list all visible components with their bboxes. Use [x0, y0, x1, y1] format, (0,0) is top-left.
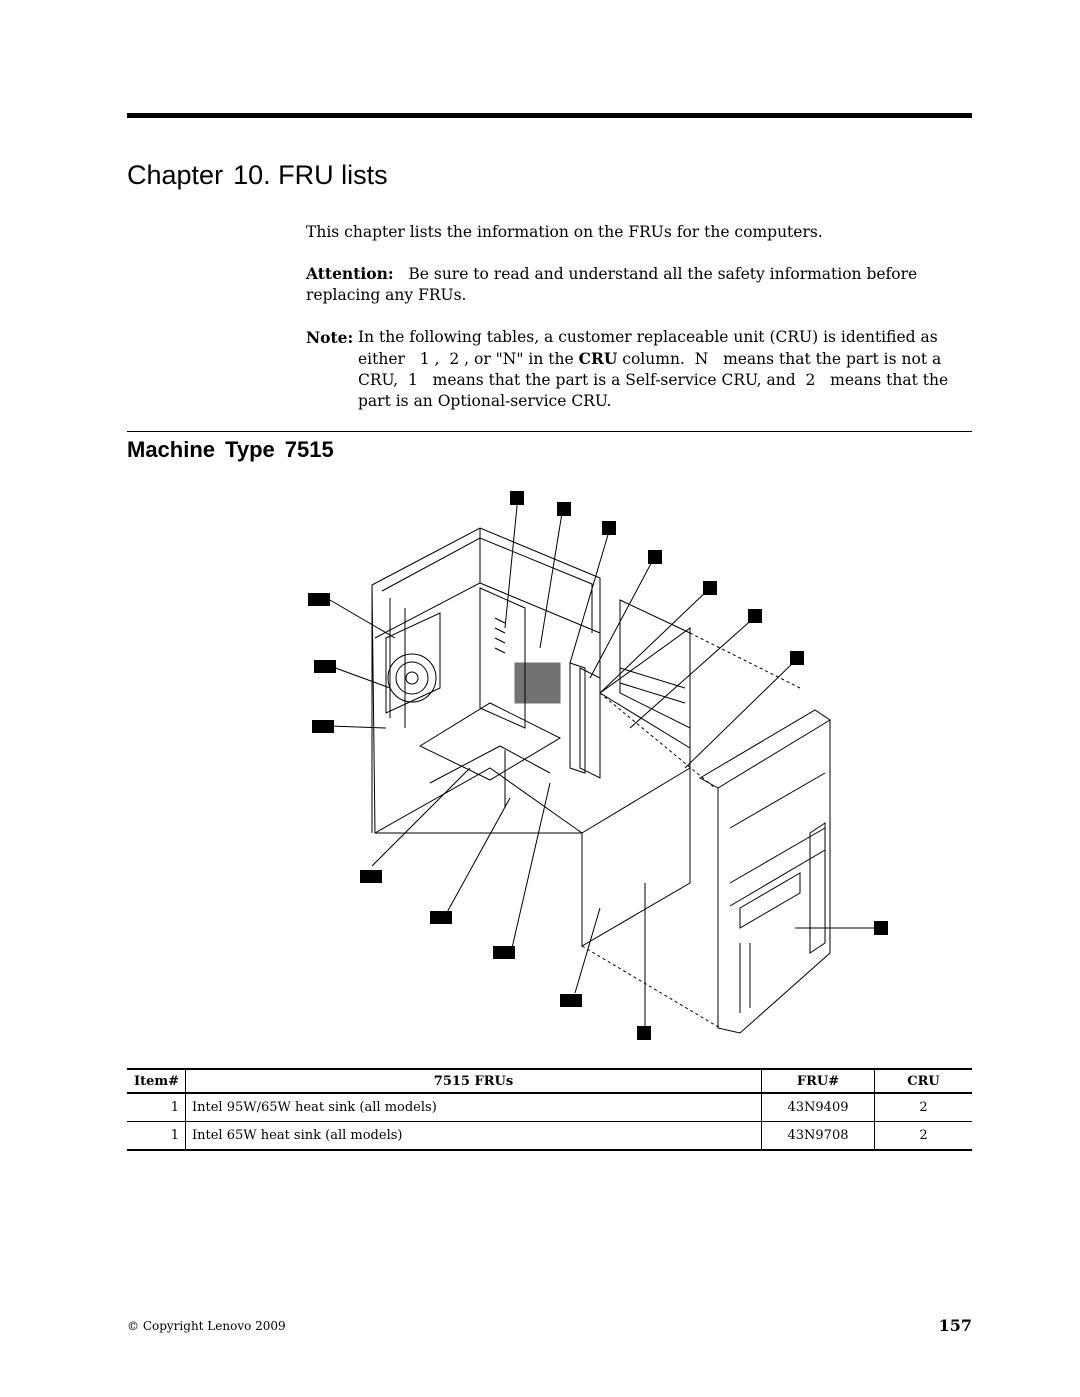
cru-code-n: N — [694, 350, 709, 368]
note-text: means that the part is a Self-service CR… — [432, 371, 796, 389]
header-description: 7515 FRUs — [185, 1068, 762, 1094]
table-header-row: Item# 7515 FRUs FRU# CRU — [127, 1068, 972, 1094]
cru-code-1: 1 — [419, 350, 430, 368]
header-cru: CRU — [874, 1068, 972, 1094]
chapter-prefix: Chapter — [127, 160, 224, 190]
note-text: , or "N" in the — [464, 350, 574, 368]
note-paragraph: Note: In the following tables, a custome… — [306, 327, 966, 412]
cru-code-2: 2 — [805, 371, 816, 389]
cell-description: Intel 95W/65W heat sink (all models) — [185, 1092, 762, 1122]
note-text: means that the — [830, 371, 949, 389]
note-text: CRU, — [358, 371, 399, 389]
cell-item: 1 — [127, 1092, 186, 1122]
cell-fru-number: 43N9409 — [761, 1092, 875, 1122]
table-row: 1 Intel 95W/65W heat sink (all models) 4… — [127, 1092, 972, 1122]
machine-type-number: 7515 — [284, 437, 334, 462]
note-text: , — [434, 350, 440, 368]
header-item: Item# — [127, 1068, 186, 1094]
note-line-1: In the following tables, a customer repl… — [358, 328, 938, 346]
note-text: means that the part is not a — [723, 350, 942, 368]
top-rule — [127, 113, 972, 118]
exploded-view-diagram — [308, 491, 888, 1040]
copyright-notice: © Copyright Lenovo 2009 — [127, 1319, 286, 1333]
cell-cru: 2 — [874, 1092, 972, 1122]
cru-code-1: 1 — [407, 371, 418, 389]
section-word: Machine — [127, 437, 216, 462]
note-text: either — [358, 350, 405, 368]
intro-paragraph: This chapter lists the information on th… — [306, 223, 823, 241]
cell-fru-number: 43N9708 — [761, 1121, 875, 1151]
chapter-title: Chapter 10. FRU lists — [127, 160, 388, 191]
note-text: column. — [622, 350, 685, 368]
section-title: Machine Type 7515 — [127, 437, 334, 463]
fru-table: Item# 7515 FRUs FRU# CRU 1 Intel 95W/65W… — [127, 1068, 972, 1151]
section-rule — [127, 431, 972, 432]
header-fru-number: FRU# — [761, 1068, 875, 1094]
note-line-2: either 1 , 2 , or "N" in the CRU column.… — [358, 348, 966, 370]
page-number: 157 — [938, 1316, 972, 1335]
cru-column-name: CRU — [578, 349, 618, 368]
section-word: Type — [225, 437, 275, 462]
chapter-name: FRU lists — [278, 160, 388, 190]
chapter-number: 10. — [233, 160, 271, 190]
attention-label: Attention: — [306, 264, 394, 283]
cell-item: 1 — [127, 1121, 186, 1151]
note-label: Note: — [306, 328, 354, 347]
note-line-4: part is an Optional-service CRU. — [358, 392, 612, 410]
cell-cru: 2 — [874, 1121, 972, 1151]
note-line-3: CRU, 1 means that the part is a Self-ser… — [358, 370, 966, 391]
attention-paragraph: Attention: Be sure to read and understan… — [306, 263, 966, 306]
note-body: In the following tables, a customer repl… — [358, 327, 966, 412]
cru-code-2: 2 — [449, 350, 460, 368]
cell-description: Intel 65W heat sink (all models) — [185, 1121, 762, 1151]
table-row: 1 Intel 65W heat sink (all models) 43N97… — [127, 1121, 972, 1151]
attention-text: Be sure to read and understand all the s… — [306, 265, 918, 304]
